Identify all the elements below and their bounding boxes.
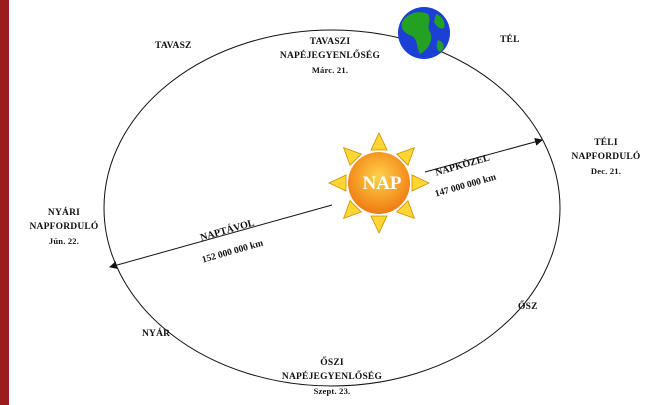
season-spring: TAVASZ bbox=[155, 41, 192, 51]
sun-core bbox=[348, 152, 410, 214]
sun-ray bbox=[342, 199, 363, 220]
sun-label: NAP bbox=[362, 173, 402, 194]
sun-ray bbox=[370, 215, 388, 234]
earth-icon bbox=[398, 7, 450, 59]
autumn-equinox-line2: NAPÉJEGYENLŐSÉG bbox=[281, 372, 383, 382]
autumn-equinox-date: Szept. 23. bbox=[313, 386, 351, 396]
autumn-equinox-label: ŐSZI NAPÉJEGYENLŐSÉG Szept. 23. bbox=[282, 356, 382, 398]
sun-ray bbox=[342, 146, 363, 167]
winter-solstice-date: Dec. 21. bbox=[590, 166, 622, 176]
sun-ray bbox=[328, 174, 347, 192]
sun-ray bbox=[395, 146, 416, 167]
summer-solstice-line1: NYÁRI bbox=[47, 208, 81, 218]
spring-equinox-line2: NAPÉJEGYENLŐSÉG bbox=[279, 51, 381, 61]
autumn-equinox-line1: ŐSZI bbox=[320, 358, 344, 368]
sun-ray bbox=[395, 199, 416, 220]
season-summer: NYÁR bbox=[142, 329, 171, 339]
perihelion-arrow bbox=[424, 137, 543, 173]
earth-orbit bbox=[103, 29, 561, 387]
summer-solstice-line2: NAPFORDULÓ bbox=[29, 222, 99, 232]
season-winter: TÉL bbox=[500, 35, 520, 45]
winter-solstice-label: TÉLI NAPFORDULÓ Dec. 21. bbox=[571, 136, 640, 178]
sun-ray bbox=[370, 132, 388, 151]
aphelion-arrow bbox=[109, 204, 333, 269]
spring-equinox-date: Márc. 21. bbox=[311, 65, 349, 75]
sun-ray bbox=[411, 174, 430, 192]
left-accent-bar bbox=[0, 0, 9, 405]
summer-solstice-date: Jún. 22. bbox=[48, 236, 80, 246]
winter-solstice-line2: NAPFORDULÓ bbox=[571, 152, 641, 162]
season-autumn: ŐSZ bbox=[518, 302, 538, 312]
spring-equinox-label: TAVASZI NAPÉJEGYENLŐSÉG Márc. 21. bbox=[280, 35, 380, 77]
summer-solstice-label: NYÁRI NAPFORDULÓ Jún. 22. bbox=[29, 206, 98, 248]
sun-rays bbox=[328, 132, 430, 234]
winter-solstice-line1: TÉLI bbox=[594, 138, 618, 148]
spring-equinox-line1: TAVASZI bbox=[309, 37, 351, 47]
